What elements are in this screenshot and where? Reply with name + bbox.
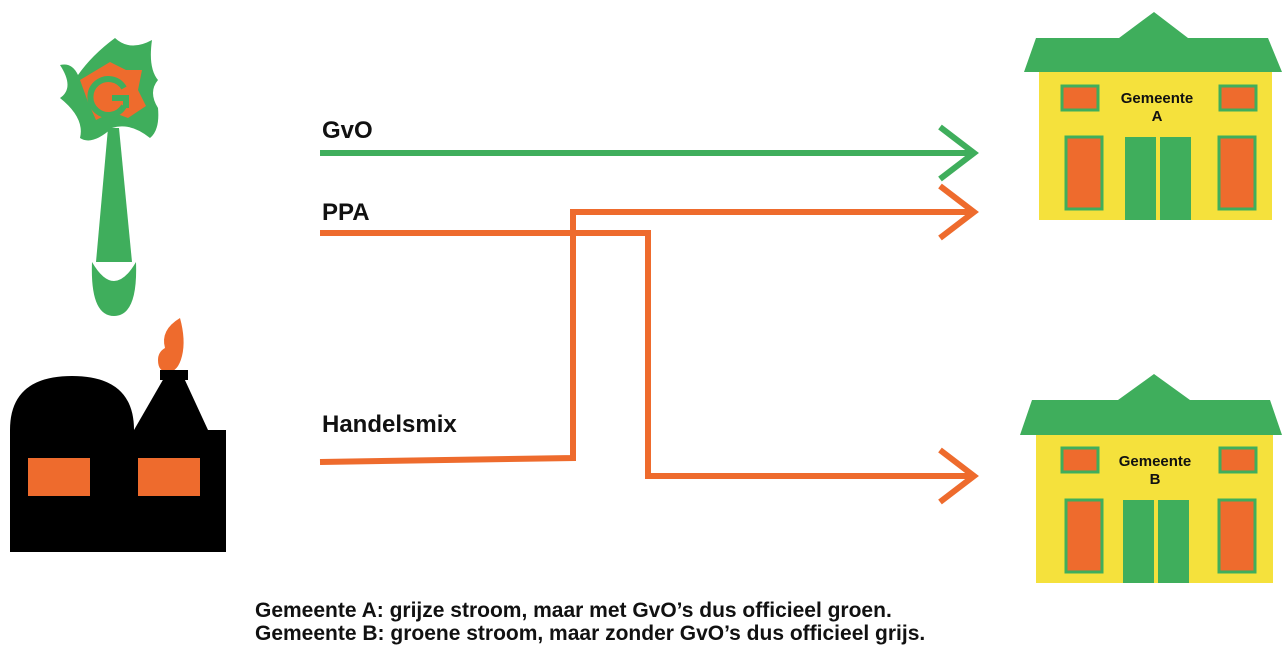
town-hall-icon [1020, 374, 1282, 583]
letter-g-icon [87, 76, 129, 118]
building-a-label-line1: Gemeente [1121, 90, 1194, 107]
flow-label-ppa: PPA [322, 199, 370, 226]
caption-line-2: Gemeente B: groene stroom, maar zonder G… [255, 622, 925, 645]
building-b-label-line1: Gemeente [1119, 453, 1192, 470]
building-b-label-line2: B [1150, 471, 1161, 488]
wind-turbine-icon [60, 38, 159, 316]
flow-handelsmix-arrow [319, 183, 979, 465]
flow-ppa-arrow [320, 230, 979, 505]
town-hall-icon [1024, 12, 1282, 220]
flow-gvo-arrow [320, 124, 979, 182]
gas-power-plant-icon [10, 318, 226, 552]
caption-line-1: Gemeente A: grijze stroom, maar met GvO’… [255, 599, 892, 622]
flow-label-handelsmix: Handelsmix [322, 411, 457, 438]
flow-label-gvo: GvO [322, 117, 373, 144]
building-a-label-line2: A [1152, 108, 1163, 125]
